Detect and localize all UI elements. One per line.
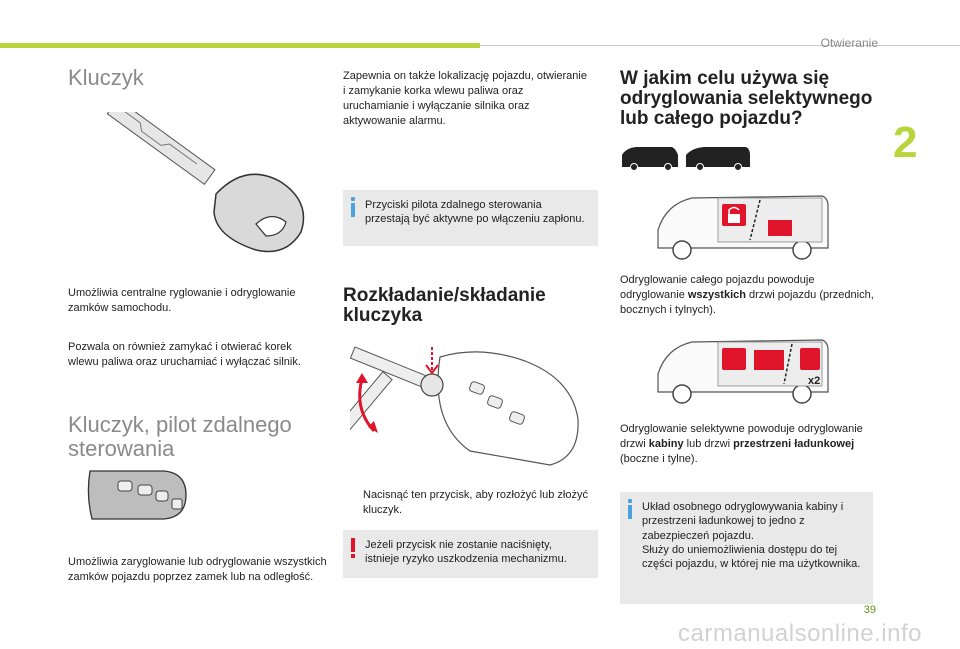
page-number: 39 xyxy=(863,604,876,616)
fold-instruction-item: Nacisnąć ten przycisk, aby rozłożyć lub … xyxy=(347,488,597,518)
chapter-number: 2 xyxy=(893,118,918,167)
header-accent-bar xyxy=(0,43,480,48)
key-illustration xyxy=(106,112,305,253)
info-box-security: Układ osobnego odryglowywania kabiny i p… xyxy=(620,492,873,604)
heading-kluczyk: Kluczyk xyxy=(68,65,144,90)
selective-unlock-text: Odryglowanie selektywne powoduje odryglo… xyxy=(620,422,875,467)
warning-box: Jeżeli przycisk nie zostanie naciśnięty,… xyxy=(343,530,598,578)
remote-description: Umożliwia zaryglowanie lub odryglowanie … xyxy=(68,556,327,583)
info-box-ignition: Przyciski pilota zdalnego sterowania prz… xyxy=(343,190,598,246)
section-name: Otwieranie xyxy=(820,36,878,50)
selective-unlock-text-d: przestrzeni ładunkowej xyxy=(733,437,855,450)
full-unlock-text-a: Odryglowanie całego pojazdu powoduje odr… xyxy=(620,274,815,301)
van-selective-unlock-illustration: x2 xyxy=(657,339,829,404)
key-description-1: Umożliwia centralne ryglowanie i odryglo… xyxy=(68,287,296,314)
selective-unlock-text-e: (boczne i tylne). xyxy=(620,452,698,465)
key-description-2: Pozwala on również zamykać i otwierać ko… xyxy=(68,341,301,368)
heading-selective-unlocking: W jakim celu używa się odryglowania sele… xyxy=(620,68,873,129)
remote-functions-text: Zapewnia on także lokalizację pojazdu, o… xyxy=(343,70,587,127)
info-icon xyxy=(627,499,632,519)
full-unlock-text: Odryglowanie całego pojazdu powoduje odr… xyxy=(620,273,875,318)
full-unlock-text-b: wszystkich xyxy=(687,288,746,301)
info-icon xyxy=(350,197,355,217)
selective-unlock-text-b: kabiny xyxy=(648,437,684,450)
info-box-ignition-text: Przyciski pilota zdalnego sterowania prz… xyxy=(365,199,585,226)
fold-instruction-text: Nacisnąć ten przycisk, aby rozłożyć lub … xyxy=(363,489,588,516)
selective-unlock-text-c: lub drzwi xyxy=(683,437,734,450)
warning-icon xyxy=(351,538,356,558)
full-unlock-text-c: drzwi pojazdu (przednich, bocznych i tyl… xyxy=(620,288,874,316)
van-full-unlock-illustration xyxy=(657,195,829,260)
warning-box-text: Jeżeli przycisk nie zostanie naciśnięty,… xyxy=(365,539,567,566)
vehicle-type-icons xyxy=(622,147,750,171)
remote-key-illustration xyxy=(87,470,187,520)
header-divider xyxy=(480,45,960,46)
heading-fold-key: Rozkładanie/składanie kluczyka xyxy=(343,285,546,326)
x2-badge: x2 xyxy=(808,375,820,387)
info-box-security-text: Układ osobnego odryglowywania kabiny i p… xyxy=(642,501,861,571)
watermark: carmanualsonline.info xyxy=(678,620,922,647)
heading-remote-key: Kluczyk, pilot zdalnego sterowania xyxy=(68,412,292,462)
selective-unlock-text-a: Odryglowanie selektywne powoduje odryglo… xyxy=(620,423,863,450)
folding-key-illustration xyxy=(350,346,579,466)
